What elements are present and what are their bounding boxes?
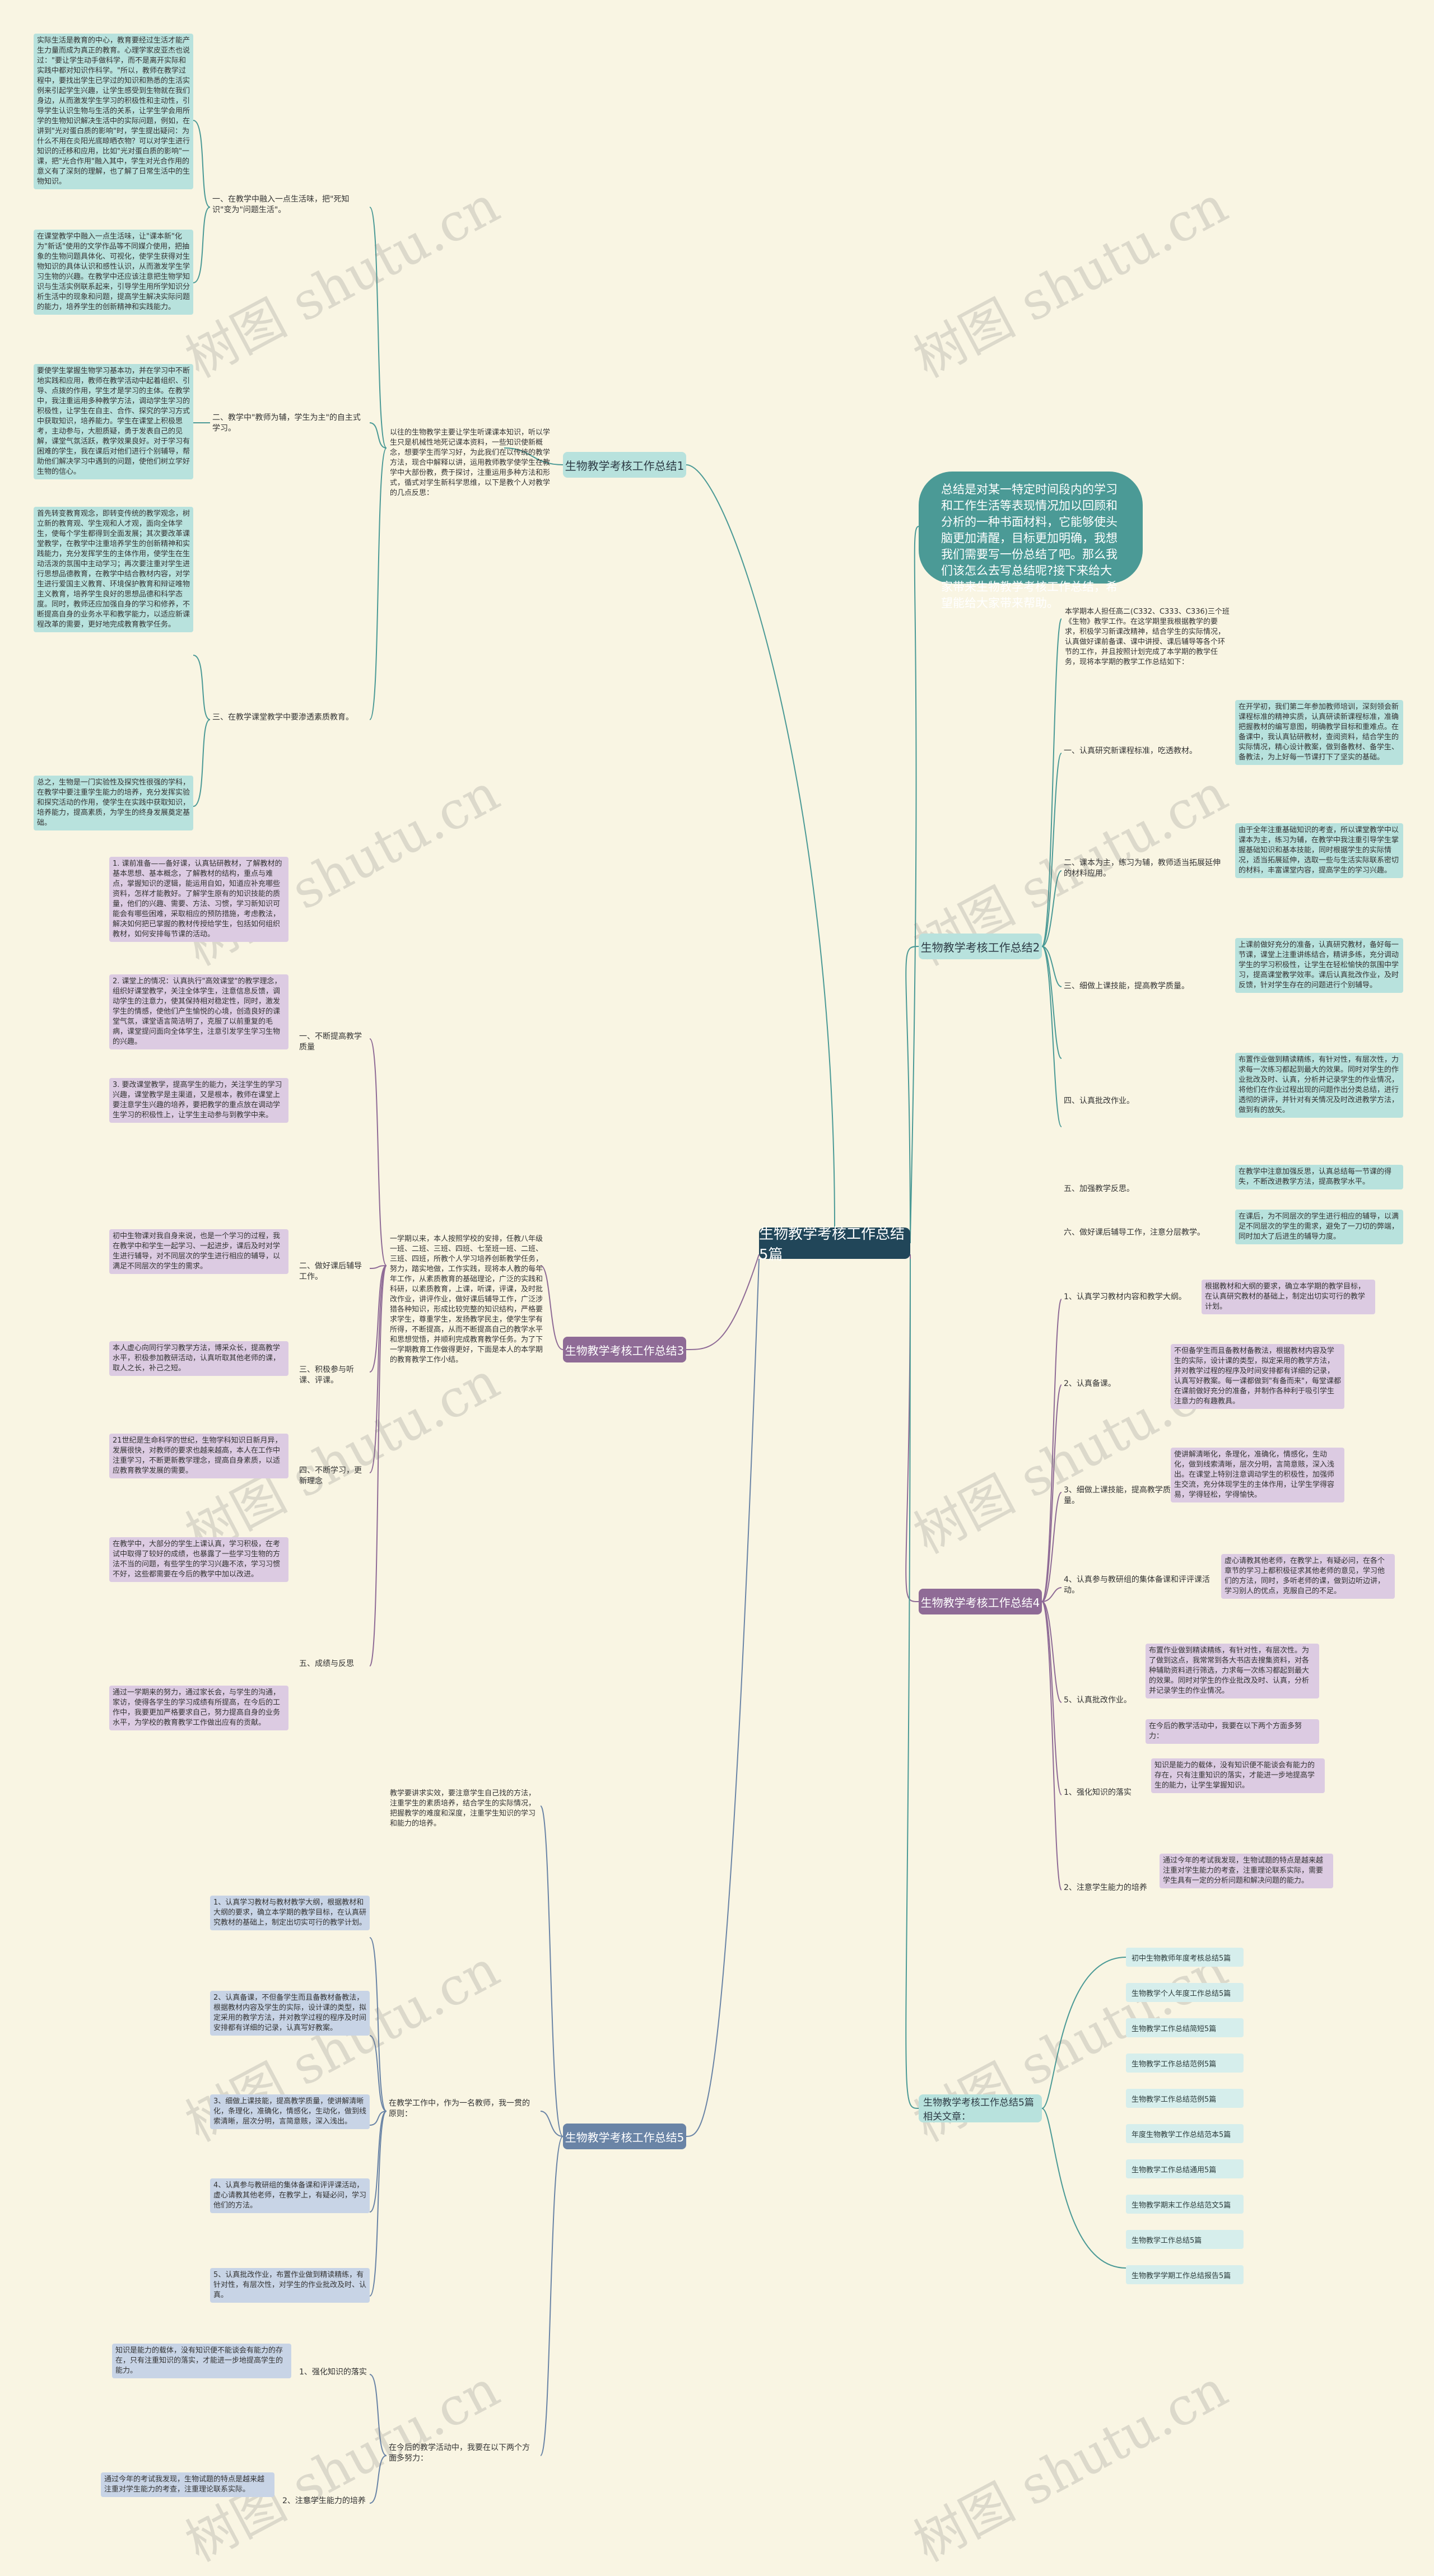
branch-5-title[interactable]: 生物教学考核工作总结5: [563, 2124, 686, 2149]
branch-4-sub-3[interactable]: 3、细做上课技能，提高教学质量。: [1064, 1486, 1171, 1505]
branch-2-text-1: 在开学初，我们第二年参加教师培训，深刻领会新课程标准的精神实质，认真研读新课程标…: [1235, 700, 1403, 765]
branch-1-text-1a: 实际生活是教育的中心，教育要经过生活才能产生力量而成为真正的教育。心理学家皮亚杰…: [34, 34, 193, 189]
branch-1-text-2: 要使学生掌握生物学习基本功，并在学习中不断地实践和应用，教师在教学活动中起着组织…: [34, 364, 193, 479]
branch-4-sub-4[interactable]: 4、认真参与教研组的集体备课和评评课活动。: [1064, 1575, 1210, 1595]
branch-2-text-4: 布置作业做到精读精练，有针对性，有层次性，力求每一次练习都起到最大的效果。同时对…: [1235, 1053, 1403, 1118]
branch-3-sub-4[interactable]: 四、不断学习，更新理念: [299, 1466, 362, 1486]
branch-3-intro: 一学期以来，本人按照学校的安排，任教八年级一班、二班、三班、四班、七至班一班、二…: [390, 1235, 543, 1364]
branch-4-text-5b: 在今后的教学活动中，我要在以下两个方面多努力：: [1146, 1719, 1319, 1744]
branch-5-intro: 教学要讲求实效，要注意学生自己找的方法，注重学生的素质培养，结合学生的实际情况，…: [390, 1789, 536, 1828]
branch-2-text-6: 在课后，为不同层次的学生进行相应的辅导，以满足不同层次的学生的需求，避免了一刀切…: [1235, 1210, 1403, 1244]
branch-2-sub-3[interactable]: 三、细做上课技能，提高教学质量。: [1064, 982, 1189, 991]
related-article-link[interactable]: 生物教学工作总结通用5篇: [1126, 2159, 1244, 2178]
branch-1-text-3b: 总之，生物是一门实验性及探究性很强的学科，在教学中要注重学生能力的培养，充分发挥…: [34, 776, 193, 830]
branch-3-sub-2[interactable]: 二、做好课后辅导工作。: [299, 1262, 362, 1281]
branch-2-sub-4[interactable]: 四、认真批改作业。: [1064, 1096, 1134, 1105]
branch-2-text-3: 上课前做好充分的准备，认真研究教材，备好每一节课，课堂上注重讲练结合，精讲多练，…: [1235, 938, 1403, 993]
branch-5-text-7: 通过今年的考试我发现，生物试题的特点是越来越注重对学生能力的考查，注重理论联系实…: [101, 2472, 274, 2497]
branch-4-text-7: 通过今年的考试我发现，生物试题的特点是越来越注重对学生能力的考查，注重理论联系实…: [1160, 1854, 1333, 1888]
related-article-link[interactable]: 生物教学期末工作总结范文5篇: [1126, 2195, 1244, 2214]
branch-5-text-1: 1、认真学习教材与教材教学大纲，根据教材和大纲的要求，确立本学期的教学目标，在认…: [210, 1896, 370, 1930]
branch-2-title[interactable]: 生物教学考核工作总结2: [919, 934, 1042, 959]
branch-3-text-5b: 通过一学期来的努力，通过家长会，与学生的沟通，家访，使得各学生的学习成绩有所提高…: [109, 1686, 288, 1730]
branch-4-text-4: 虚心请教其他老师，在教学上，有疑必问，在各个章节的学习上都积极征求其他老师的意见…: [1221, 1554, 1395, 1599]
branch-5-text-2: 2、认真备课，不但备学生而且备教材备教法，根据教材内容及学生的实际，设计课的类型…: [210, 1991, 370, 2036]
summary-node[interactable]: 总结是对某一特定时间段内的学习和工作生活等表现情况加以回顾和分析的一种书面材料，…: [919, 472, 1143, 610]
related-article-link[interactable]: 生物教学工作总结范例5篇: [1126, 2089, 1244, 2108]
branch-4-sub-1[interactable]: 1、认真学习教材内容和教学大纲。: [1064, 1292, 1186, 1301]
branch-5-text-4: 4、认真参与教研组的集体备课和评评课活动，虚心请教其他老师，在教学上，有疑必问，…: [210, 2178, 370, 2213]
branch-4-text-3: 使讲解清晰化，条理化，准确化，情感化，生动化，做到线索清晰，层次分明，言简意赅，…: [1171, 1448, 1344, 1502]
related-article-link[interactable]: 生物教学工作总结简短5篇: [1126, 2018, 1244, 2037]
branch-4-sub-7[interactable]: 2、注意学生能力的培养: [1064, 1883, 1147, 1892]
related-article-link[interactable]: 生物教学个人年度工作总结5篇: [1126, 1983, 1244, 2002]
branch-4-sub-2[interactable]: 2、认真备课。: [1064, 1379, 1116, 1388]
branch-5-text-3: 3、细做上课技能，提高教学质量，使讲解清晰化，条理化，准确化，情感化，生动化，做…: [210, 2094, 370, 2129]
related-article-link[interactable]: 初中生物教师年度考核总结5篇: [1126, 1948, 1244, 1967]
branch-3-text-5a: 在教学中，大部分的学生上课认真，学习积极，在考试中取得了较好的成绩，也暴露了一些…: [109, 1537, 288, 1582]
branch-5-sub-6[interactable]: 1、强化知识的落实: [299, 2368, 367, 2377]
central-topic[interactable]: 生物教学考核工作总结5篇: [759, 1226, 910, 1263]
branch-3-text-1b: 2. 课堂上的情况：认真执行"高效课堂"的教学理念，组织好课堂教学，关注全体学生…: [109, 974, 288, 1049]
branch-3-title[interactable]: 生物教学考核工作总结3: [563, 1337, 686, 1362]
branch-5-sub-7[interactable]: 2、注意学生能力的培养: [282, 2496, 366, 2505]
branch-2-sub-1[interactable]: 一、认真研究新课程标准，吃透教材。: [1064, 746, 1197, 755]
branch-3-text-1a: 1. 课前准备——备好课，认真钻研教材，了解教材的基本思想、基本概念，了解教材的…: [109, 857, 288, 942]
branch-2-text-5: 在教学中注意加强反思，认真总结每一节课的得失，不断改进教学方法，提高教学水平。: [1235, 1165, 1403, 1189]
branch-3-text-1c: 3. 要改课堂教学，提高学生的能力，关注学生的学习兴趣，课堂教学是主渠道，又是根…: [109, 1078, 288, 1123]
branch-2-sub-5[interactable]: 五、加强教学反思。: [1064, 1184, 1134, 1193]
branch-3-sub-5[interactable]: 五、成绩与反思: [299, 1659, 354, 1668]
branch-5-lead-2[interactable]: 在今后的教学活动中，我要在以下两个方面多努力：: [389, 2443, 530, 2463]
branch-4-text-1: 根据教材和大纲的要求，确立本学期的教学目标，在认真研究教材的基础上，制定出切实可…: [1202, 1280, 1375, 1314]
branch-4-text-6: 知识是能力的载体，没有知识便不能谈会有能力的存在，只有注重知识的落实，才能进一步…: [1151, 1758, 1325, 1793]
branch-3-text-2: 初中生物课对我自身来说，也是一个学习的过程，我在教学中和学生一起学习、一起进步，…: [109, 1229, 288, 1274]
branch-1-intro: 以往的生物教学主要让学生听课课本知识，听以学生只是机械性地死记课本资料，一些知识…: [390, 428, 551, 497]
branch-2-sub-6[interactable]: 六、做好课后辅导工作，注意分层教学。: [1064, 1228, 1205, 1237]
branch-5-lead[interactable]: 在教学工作中，作为一名教师，我一贯的原则：: [389, 2099, 530, 2118]
branch-2-text-2: 由于全年注重基础知识的考查，所以课堂教学中以课本为主，练习为辅，在教学中我注重引…: [1235, 823, 1403, 878]
branch-4-text-2: 不但备学生而且备教材备教法，根据教材内容及学生的实际，设计课的类型，拟定采用的教…: [1171, 1344, 1344, 1409]
branch-3-sub-1[interactable]: 一、不断提高教学质量: [299, 1032, 362, 1052]
branch-4-title[interactable]: 生物教学考核工作总结4: [919, 1589, 1042, 1614]
branch-1-sub-3[interactable]: 三、在教学课堂教学中要渗透素质教育。: [212, 713, 353, 722]
related-article-link[interactable]: 生物教学工作总结5篇: [1126, 2230, 1244, 2249]
branch-1-sub-1[interactable]: 一、在教学中融入一点生活味，把"死知识"变为"问题生活"。: [212, 195, 350, 214]
branch-4-text-5: 布置作业做到精读精练，有针对性，有层次性。为了做到这点，我常常到各大书店去搜集资…: [1146, 1644, 1319, 1698]
branch-5-text-5: 5、认真批改作业，布置作业做到精读精练，有针对性，有层次性，对学生的作业批改及时…: [210, 2268, 370, 2303]
related-article-link[interactable]: 生物教学学期工作总结报告5篇: [1126, 2265, 1244, 2284]
branch-3-sub-3[interactable]: 三、积极参与听课、评课。: [299, 1365, 354, 1385]
branch-1-text-3a: 首先转变教育观念，即转变传统的教学观念，树立新的教育观、学生观和人才观，面向全体…: [34, 507, 193, 632]
branch-3-text-3: 本人虚心向同行学习教学方法，博采众长，提高教学水平，积极参加教研活动，认真听取其…: [109, 1341, 288, 1376]
related-article-link[interactable]: 年度生物教学工作总结范本5篇: [1126, 2124, 1244, 2143]
related-title[interactable]: 生物教学考核工作总结5篇相关文章：: [919, 2094, 1042, 2122]
related-article-link[interactable]: 生物教学工作总结范例5篇: [1126, 2054, 1244, 2073]
branch-3-text-4: 21世纪是生命科学的世纪，生物学科知识日新月异，发展很快，对教师的要求也越来越高…: [109, 1434, 288, 1478]
branch-2-intro: 本学期本人担任高二(C332、C333、C336)三个班《生物》教学工作。在这学…: [1065, 608, 1230, 666]
branch-1-text-1b: 在课堂教学中融入一点生活味，让"课本新"化为"新话"使用的文学作品等不同媒介使用…: [34, 230, 193, 315]
branch-2-sub-2[interactable]: 二、课本为主，练习为辅，教师适当拓展延伸的材料应用。: [1064, 858, 1221, 878]
branch-1-sub-2[interactable]: 二、教学中"教师为辅，学生为主"的自主式学习。: [212, 413, 361, 433]
branch-4-sub-5[interactable]: 5、认真批改作业。: [1064, 1696, 1132, 1705]
branch-4-sub-6[interactable]: 1、强化知识的落实: [1064, 1788, 1132, 1797]
branch-5-text-6: 知识是能力的载体，没有知识便不能谈会有能力的存在，只有注重知识的落实，才能进一步…: [112, 2344, 291, 2378]
branch-1-title[interactable]: 生物教学考核工作总结1: [563, 452, 686, 478]
